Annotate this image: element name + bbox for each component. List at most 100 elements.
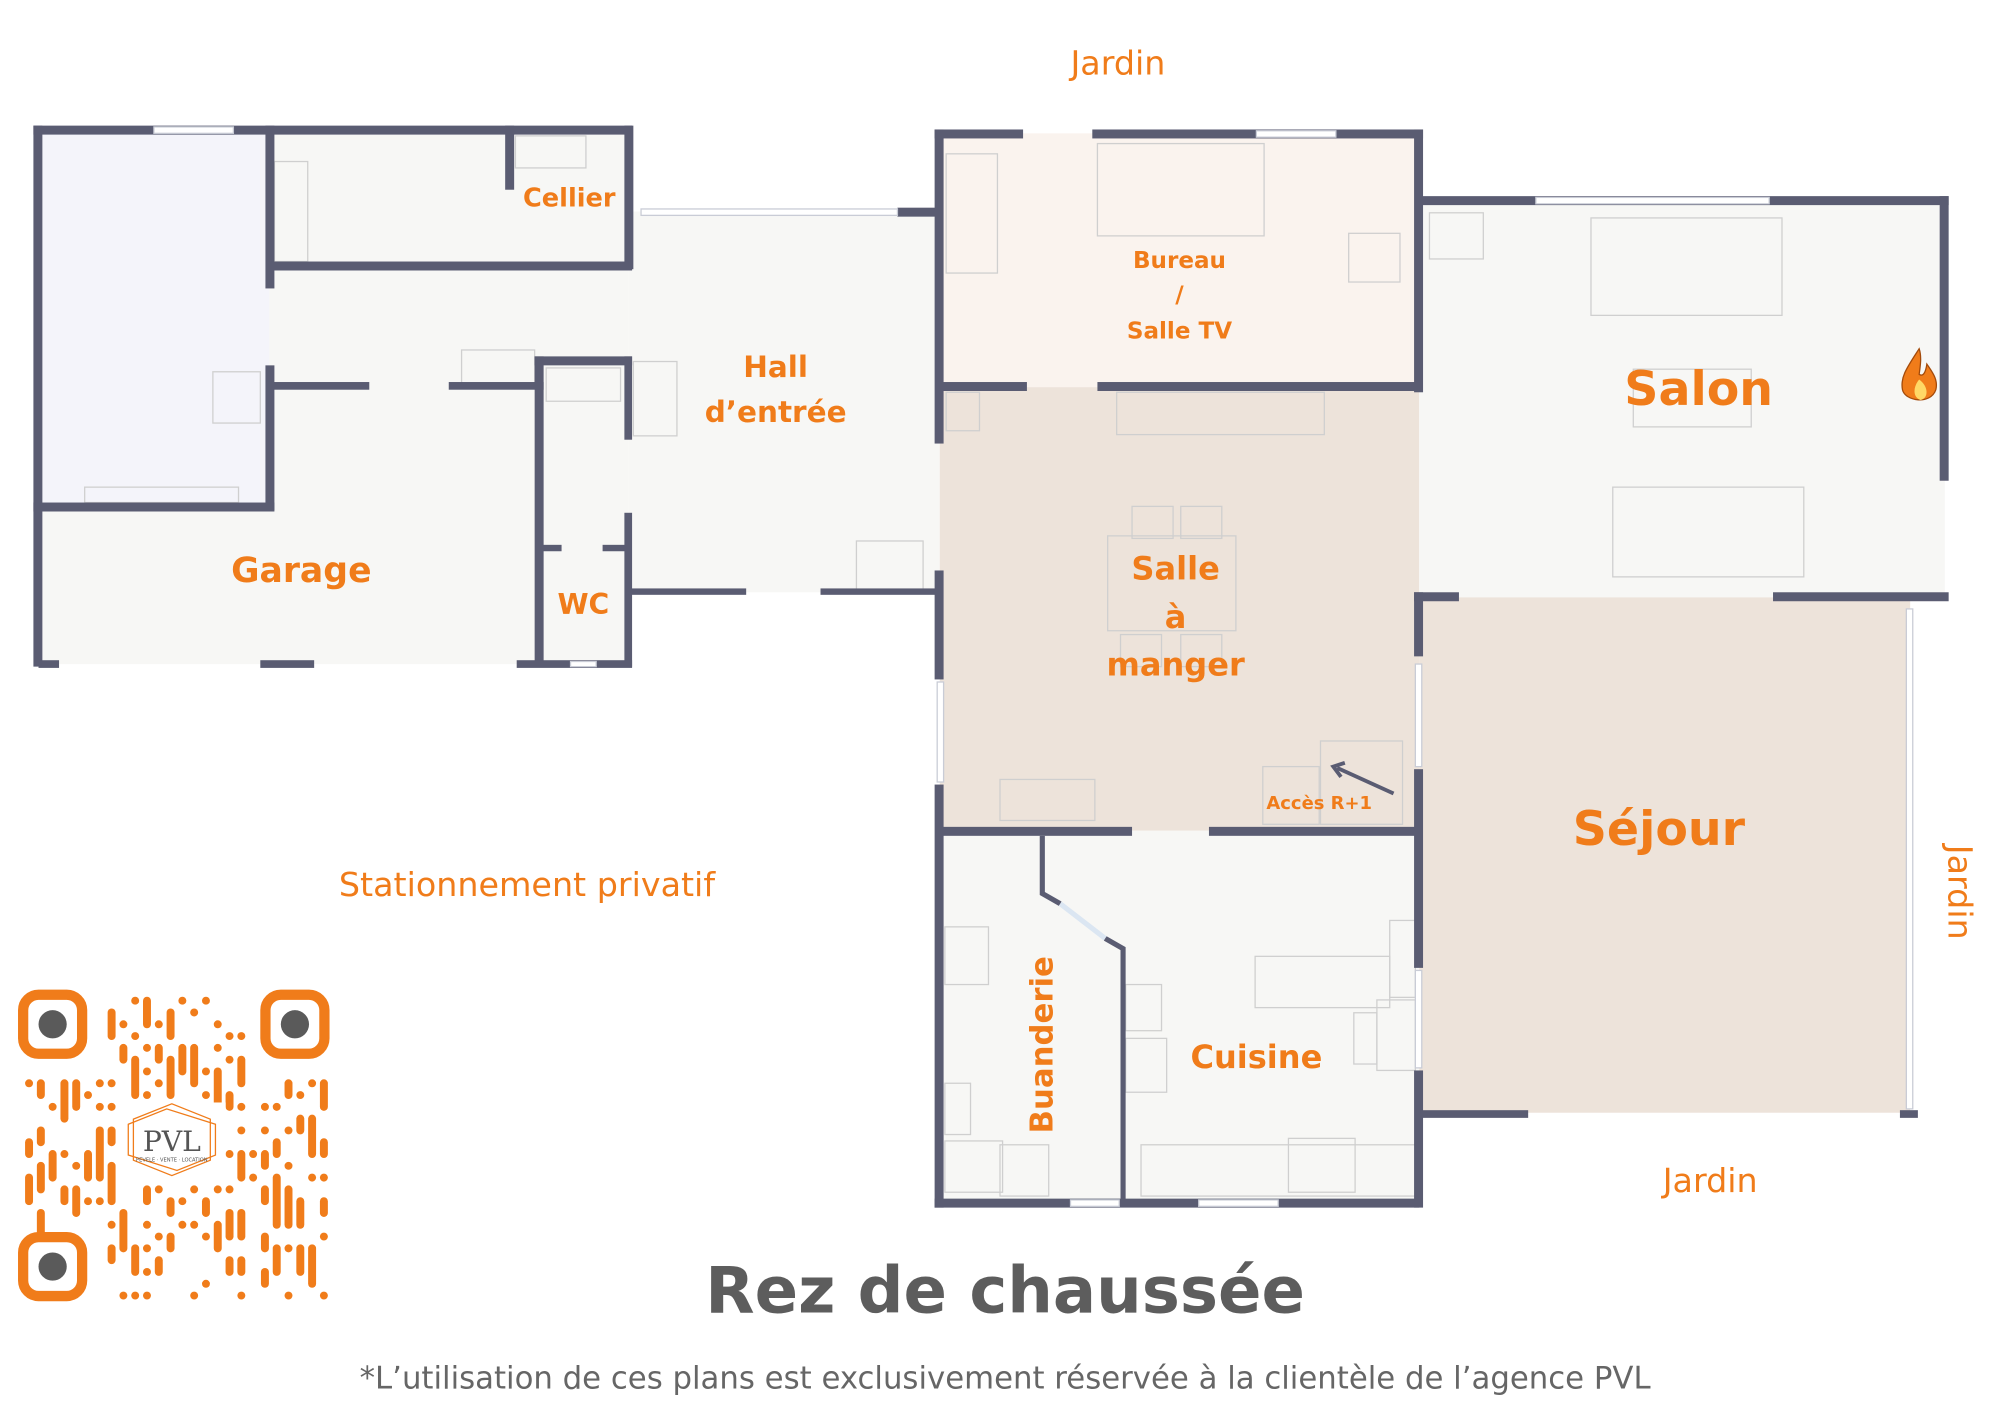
qr-module — [272, 1138, 281, 1158]
wall-segment — [534, 356, 633, 366]
qr-code[interactable]: PVL PEVELE · VENTE · LOCATION — [18, 989, 330, 1302]
wall-segment — [1419, 1110, 1529, 1118]
furniture-item — [545, 367, 622, 402]
qr-module — [36, 1079, 45, 1100]
qr-module — [201, 1067, 210, 1076]
qr-module — [225, 1256, 234, 1276]
label-acces-r1: Accès R+1 — [1266, 793, 1372, 814]
qr-module — [319, 1138, 328, 1158]
label-hall-line1: Hall — [743, 350, 808, 384]
qr-module — [131, 996, 140, 1005]
wall-segment — [934, 1198, 1420, 1208]
qr-module — [107, 1008, 116, 1041]
furniture-item — [1428, 212, 1484, 260]
wall-segment — [534, 356, 544, 667]
wall-segment — [1414, 1070, 1424, 1208]
qr-module — [143, 1244, 151, 1253]
furniture-item — [944, 926, 990, 986]
qr-module — [166, 1055, 175, 1100]
qr-module — [237, 1291, 246, 1300]
qr-module — [60, 1150, 69, 1158]
room-fill — [939, 830, 1420, 1203]
stairs-arrow-icon — [1330, 760, 1395, 796]
qr-module — [213, 1185, 222, 1194]
wall-segment — [1773, 592, 1949, 602]
window — [640, 208, 899, 217]
qr-module — [95, 1079, 104, 1088]
qr-module — [131, 1244, 140, 1276]
qr-module — [190, 1220, 199, 1229]
qr-module — [296, 1197, 305, 1229]
wall-segment — [897, 207, 940, 217]
wall-segment — [269, 382, 370, 390]
qr-finder-bottom-left — [18, 1231, 88, 1302]
qr-module — [107, 1126, 116, 1147]
qr-module — [154, 1185, 163, 1194]
qr-module — [143, 996, 151, 1029]
qr-module — [237, 1150, 246, 1182]
qr-module — [190, 1291, 199, 1300]
qr-module — [272, 1102, 281, 1111]
qr-module — [154, 1256, 163, 1276]
qr-module — [143, 1091, 151, 1100]
wall-segment — [265, 365, 275, 511]
qr-module — [225, 1150, 234, 1158]
qr-module — [296, 1091, 305, 1100]
wall-segment — [1939, 196, 1949, 481]
qr-module — [143, 1220, 151, 1229]
window — [1414, 663, 1423, 768]
qr-module — [284, 1161, 293, 1170]
qr-module — [178, 1220, 187, 1229]
label-salle-line1: Salle — [1131, 549, 1219, 587]
room-fill — [1419, 597, 1911, 1113]
qr-module — [131, 1055, 140, 1100]
qr-module — [154, 1020, 163, 1029]
qr-module — [319, 1173, 328, 1182]
qr-module — [284, 1185, 293, 1229]
qr-logo-text: PVL — [143, 1125, 201, 1158]
wall-segment — [265, 125, 275, 289]
furniture-item — [212, 371, 261, 424]
furniture-item — [632, 360, 678, 437]
qr-module — [308, 1244, 317, 1288]
qr-module — [143, 1291, 151, 1300]
furniture-item — [1116, 391, 1325, 436]
furniture-item — [1590, 217, 1783, 317]
qr-module — [131, 1291, 140, 1300]
qr-module — [249, 1173, 258, 1182]
qr-module — [107, 1161, 116, 1206]
qr-module — [119, 1291, 128, 1300]
furniture-item — [1180, 505, 1223, 540]
windows — [153, 126, 1914, 1207]
furniture-item — [999, 778, 1096, 822]
room-fill — [38, 129, 270, 508]
qr-module — [143, 1067, 151, 1076]
qr-module — [237, 1126, 246, 1135]
qr-module — [25, 1138, 34, 1158]
qr-module — [201, 1091, 210, 1100]
qr-module — [213, 1020, 222, 1029]
room-fill — [939, 387, 1420, 831]
wall-segment — [602, 544, 629, 552]
furniture-item — [1612, 486, 1805, 578]
window — [1535, 196, 1770, 205]
furniture-item — [1319, 740, 1404, 825]
window — [1905, 608, 1914, 1110]
wall-segment — [505, 125, 515, 190]
qr-module — [260, 1102, 269, 1111]
furniture-item — [1632, 368, 1752, 428]
qr-module — [36, 1209, 45, 1241]
qr-module — [119, 1043, 128, 1064]
qr-module — [213, 1220, 222, 1253]
qr-module — [284, 1244, 293, 1253]
label-bureau-line3: Salle TV — [1127, 318, 1232, 344]
wall-segment — [1097, 382, 1420, 391]
qr-module — [107, 1079, 116, 1088]
qr-module — [308, 1079, 317, 1088]
wall-segment — [538, 544, 562, 552]
qr-module — [319, 1197, 328, 1217]
wall-segment — [939, 382, 1027, 391]
window — [936, 681, 945, 783]
wall-segment — [269, 261, 633, 271]
